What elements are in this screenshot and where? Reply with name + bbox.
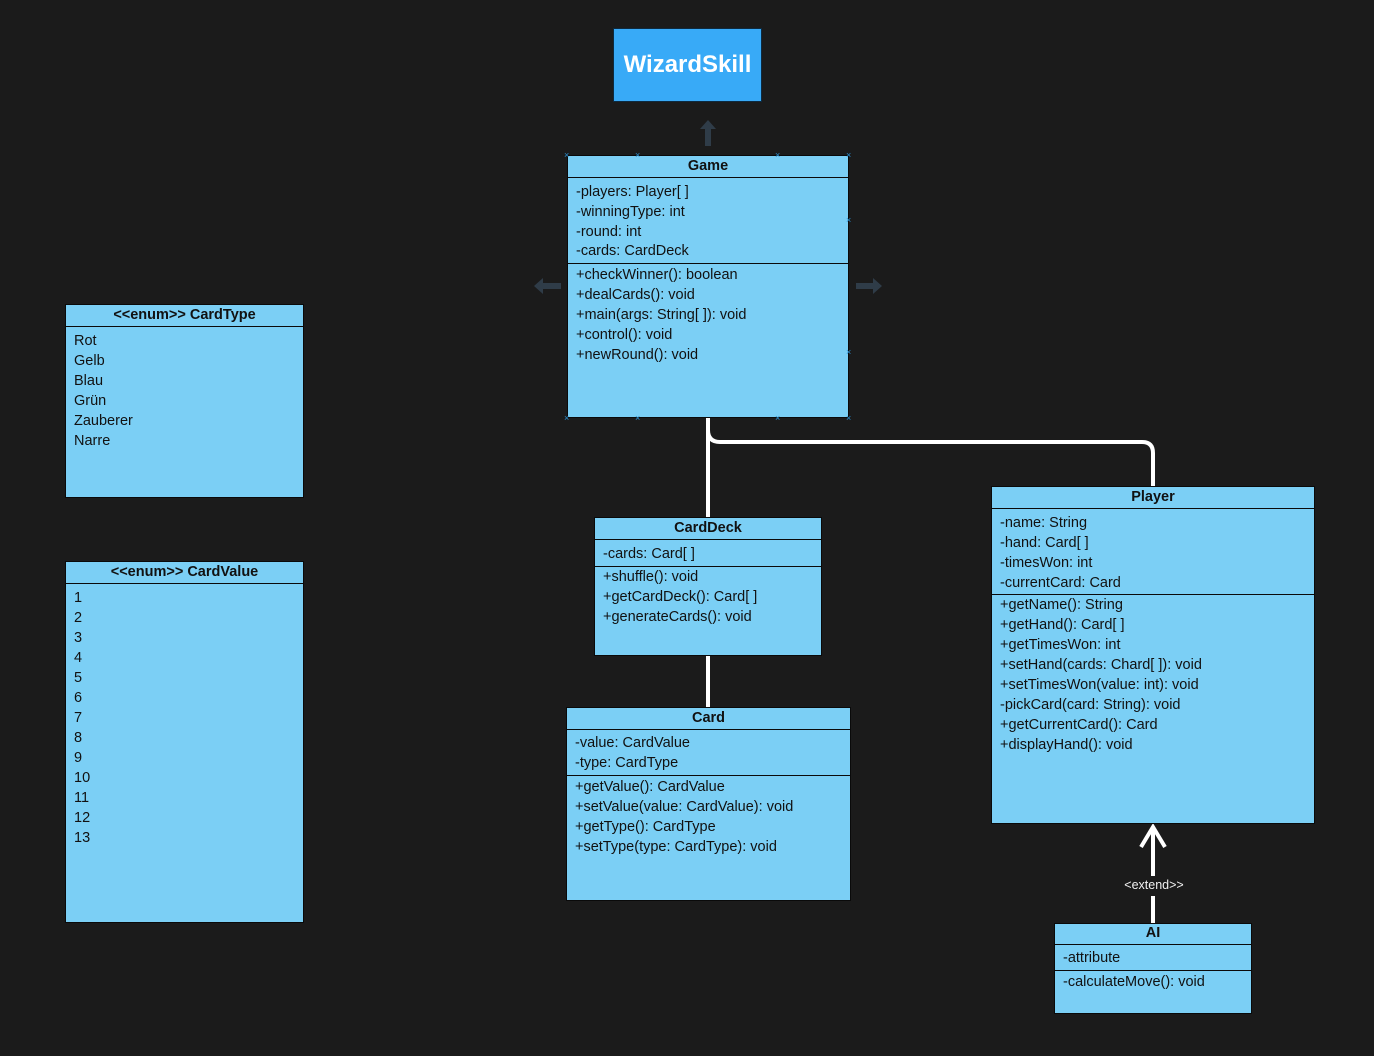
enum-value: Narre <box>74 433 111 449</box>
enum-value: Rot <box>74 333 97 349</box>
class-name: <<enum>> CardType <box>66 305 303 327</box>
attribute: -name: String <box>1000 515 1088 531</box>
enum-value: 6 <box>74 690 83 706</box>
enum-value: 10 <box>74 770 91 786</box>
class-ai[interactable]: AI -attribute -calculateMove(): void <box>1054 923 1252 1014</box>
attributes-section: -attribute <box>1055 945 1251 971</box>
selection-handle-icon[interactable]: × <box>635 413 641 423</box>
enum-value: Zauberer <box>74 413 133 429</box>
class-name: Game <box>568 156 848 178</box>
attribute: -currentCard: Card <box>1000 575 1121 591</box>
attribute: -cards: Card[ ] <box>603 546 695 562</box>
method: +getHand(): Card[ ] <box>1000 617 1125 633</box>
attributes-section: -name: String -hand: Card[ ] -timesWon: … <box>992 509 1314 595</box>
selection-handle-icon[interactable]: × <box>846 413 852 423</box>
values-section: 1 2 3 4 5 6 7 8 9 10 11 12 13 <box>66 584 303 851</box>
enum-value: 7 <box>74 710 83 726</box>
enum-cardvalue[interactable]: <<enum>> CardValue 1 2 3 4 5 6 7 8 9 10 … <box>65 561 304 923</box>
method: +generateCards(): void <box>603 609 752 625</box>
method: +getCurrentCard(): Card <box>1000 717 1158 733</box>
method: +displayHand(): void <box>1000 737 1133 753</box>
methods-section: +shuffle(): void +getCardDeck(): Card[ ]… <box>595 567 821 630</box>
selection-handle-icon[interactable]: × <box>846 347 852 357</box>
class-name: <<enum>> CardValue <box>66 562 303 584</box>
method: +setTimesWon(value: int): void <box>1000 677 1199 693</box>
class-carddeck[interactable]: CardDeck -cards: Card[ ] +shuffle(): voi… <box>594 517 822 656</box>
attribute: -attribute <box>1063 950 1121 966</box>
enum-value: 2 <box>74 610 83 626</box>
attributes-section: -players: Player[ ] -winningType: int -r… <box>568 178 848 264</box>
attribute: -value: CardValue <box>575 735 690 751</box>
selection-handle-icon[interactable]: × <box>775 413 781 423</box>
values-section: Rot Gelb Blau Grün Zauberer Narre <box>66 327 303 454</box>
method: +checkWinner(): boolean <box>576 267 738 283</box>
class-game[interactable]: Game -players: Player[ ] -winningType: i… <box>567 155 849 418</box>
methods-section: -calculateMove(): void <box>1055 971 1251 995</box>
method: +shuffle(): void <box>603 569 699 585</box>
class-name: CardDeck <box>595 518 821 540</box>
attribute: -type: CardType <box>575 755 679 771</box>
methods-section: +checkWinner(): boolean +dealCards(): vo… <box>568 264 848 368</box>
class-name: Player <box>992 487 1314 509</box>
method: +newRound(): void <box>576 347 699 363</box>
method: +getName(): String <box>1000 597 1123 613</box>
class-name: AI <box>1055 924 1251 945</box>
method: +control(): void <box>576 327 673 343</box>
selection-handle-icon[interactable]: × <box>775 150 781 160</box>
enum-value: 8 <box>74 730 83 746</box>
attributes-section: -value: CardValue -type: CardType <box>567 730 850 776</box>
connect-arrow-right-icon[interactable] <box>856 278 882 294</box>
selection-handle-icon[interactable]: × <box>846 215 852 225</box>
extend-arrowhead <box>1139 823 1167 849</box>
method: -calculateMove(): void <box>1063 974 1205 990</box>
method: +setValue(value: CardValue): void <box>575 799 794 815</box>
class-player[interactable]: Player -name: String -hand: Card[ ] -tim… <box>991 486 1315 824</box>
methods-section: +getName(): String +getHand(): Card[ ] +… <box>992 595 1314 758</box>
association-game-player <box>706 429 1155 486</box>
attributes-section: -cards: Card[ ] <box>595 540 821 567</box>
enum-value: 11 <box>74 790 90 806</box>
class-name: Card <box>567 708 850 730</box>
enum-value: 12 <box>74 810 91 826</box>
selection-handle-icon[interactable]: × <box>846 150 852 160</box>
connect-arrow-left-icon[interactable] <box>534 278 561 294</box>
method: +getType(): CardType <box>575 819 716 835</box>
enum-value: Gelb <box>74 353 105 369</box>
connect-arrow-up-icon[interactable] <box>700 120 716 146</box>
method: -pickCard(card: String): void <box>1000 697 1181 713</box>
enum-cardtype[interactable]: <<enum>> CardType Rot Gelb Blau Grün Zau… <box>65 304 304 498</box>
enum-value: 13 <box>74 830 91 846</box>
selection-handle-icon[interactable]: × <box>564 150 570 160</box>
method: +setType(type: CardType): void <box>575 839 777 855</box>
class-card[interactable]: Card -value: CardValue -type: CardType +… <box>566 707 851 901</box>
method: +dealCards(): void <box>576 287 695 303</box>
attribute: -hand: Card[ ] <box>1000 535 1089 551</box>
method: +setHand(cards: Chard[ ]): void <box>1000 657 1202 673</box>
attribute: -players: Player[ ] <box>576 184 689 200</box>
selection-handle-icon[interactable]: × <box>635 150 641 160</box>
title-box[interactable]: WizardSkill <box>613 28 762 102</box>
methods-section: +getValue(): CardValue +setValue(value: … <box>567 776 850 860</box>
method: +main(args: String[ ]): void <box>576 307 747 323</box>
enum-value: 3 <box>74 630 83 646</box>
selection-handle-icon[interactable]: × <box>564 413 570 423</box>
method: +getValue(): CardValue <box>575 779 725 795</box>
attribute: -cards: CardDeck <box>576 243 689 259</box>
method: +getTimesWon: int <box>1000 637 1121 653</box>
attribute: -round: int <box>576 224 642 240</box>
extend-label: <extend>> <box>1113 878 1195 892</box>
enum-value: 5 <box>74 670 83 686</box>
attribute: -timesWon: int <box>1000 555 1093 571</box>
enum-value: Grün <box>74 393 107 409</box>
enum-value: 9 <box>74 750 83 766</box>
enum-value: Blau <box>74 373 104 389</box>
attribute: -winningType: int <box>576 204 685 220</box>
enum-value: 1 <box>74 590 83 606</box>
enum-value: 4 <box>74 650 83 666</box>
method: +getCardDeck(): Card[ ] <box>603 589 758 605</box>
